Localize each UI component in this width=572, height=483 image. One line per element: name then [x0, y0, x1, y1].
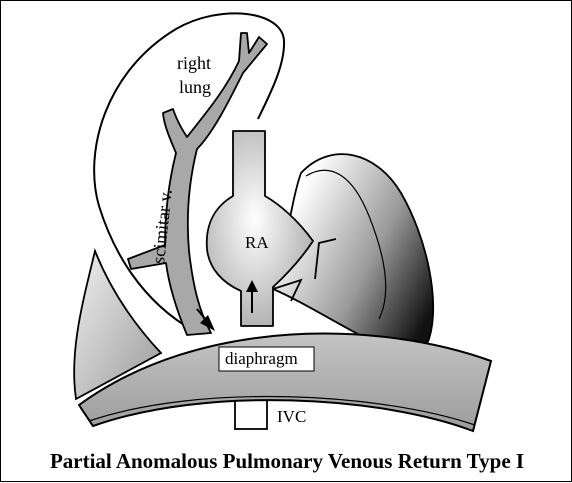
lower-lung-lobe — [73, 248, 163, 401]
right-atrium-label: RA — [245, 233, 269, 252]
right-atrium — [205, 130, 314, 327]
diaphragm-inner-line — [88, 395, 476, 426]
right-lung-label-line1: right — [177, 53, 211, 73]
right-lung-label-line2: lung — [179, 77, 212, 97]
diaphragm-label: diaphragm — [225, 349, 298, 368]
ivc-label: IVC — [277, 407, 307, 426]
ventricle-inner-edge — [305, 169, 387, 320]
upward-flow-arrowhead — [246, 280, 258, 292]
diaphragm-band — [77, 332, 493, 433]
figure-caption: Partial Anomalous Pulmonary Venous Retur… — [49, 449, 525, 473]
right-lung-outline — [93, 12, 286, 332]
tricuspid-valve — [272, 238, 337, 302]
drainage-arrowhead — [200, 315, 215, 331]
scimitar-vein — [127, 32, 268, 336]
diaphragm-label-box — [218, 346, 315, 372]
